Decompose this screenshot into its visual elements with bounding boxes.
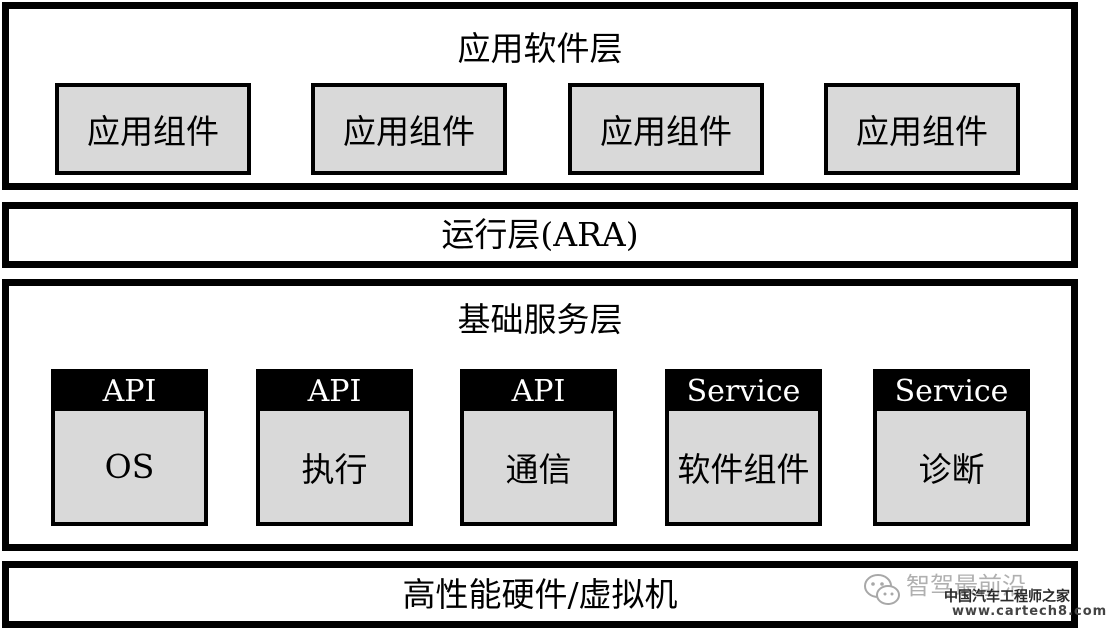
module-os: API OS [51,369,208,526]
foundation-layer-title: 基础服务层 [457,300,623,339]
module-diagnostics: Service 诊断 [873,369,1030,526]
hardware-layer-title: 高性能硬件/虚拟机 [402,575,678,614]
application-component: 应用组件 [311,83,507,175]
module-execution: API 执行 [256,369,413,526]
application-component: 应用组件 [824,83,1020,175]
application-layer-title: 应用软件层 [457,29,623,68]
application-component: 应用组件 [55,83,251,175]
foundation-layer: 基础服务层 API OS API 执行 API 通信 Service 软件组件 … [2,279,1078,551]
module-software-component: Service 软件组件 [665,369,822,526]
module-label: 通信 [505,449,572,489]
module-header: API [260,373,409,411]
module-header: Service [669,373,818,411]
application-component: 应用组件 [568,83,764,175]
module-header: Service [877,373,1026,411]
wechat-icon [864,574,900,605]
module-communication: API 通信 [460,369,617,526]
watermark: 智驾最前沿 中国汽车工程师之家 www.cartech8.com [862,564,1106,624]
module-header: API [55,373,204,411]
application-layer: 应用软件层 应用组件 应用组件 应用组件 应用组件 [2,2,1078,190]
module-label: 执行 [301,449,368,489]
runtime-layer-title: 运行层(ARA) [441,215,639,254]
watermark-account: 智驾最前沿 [906,572,1026,600]
module-header: API [464,373,613,411]
watermark-site-name: 中国汽车工程师之家 [944,589,1070,605]
watermark-url: www.cartech8.com [952,604,1107,619]
module-label: 软件组件 [677,449,810,489]
module-label: 诊断 [918,449,985,489]
module-label: OS [104,447,155,486]
runtime-layer: 运行层(ARA) [2,202,1078,268]
